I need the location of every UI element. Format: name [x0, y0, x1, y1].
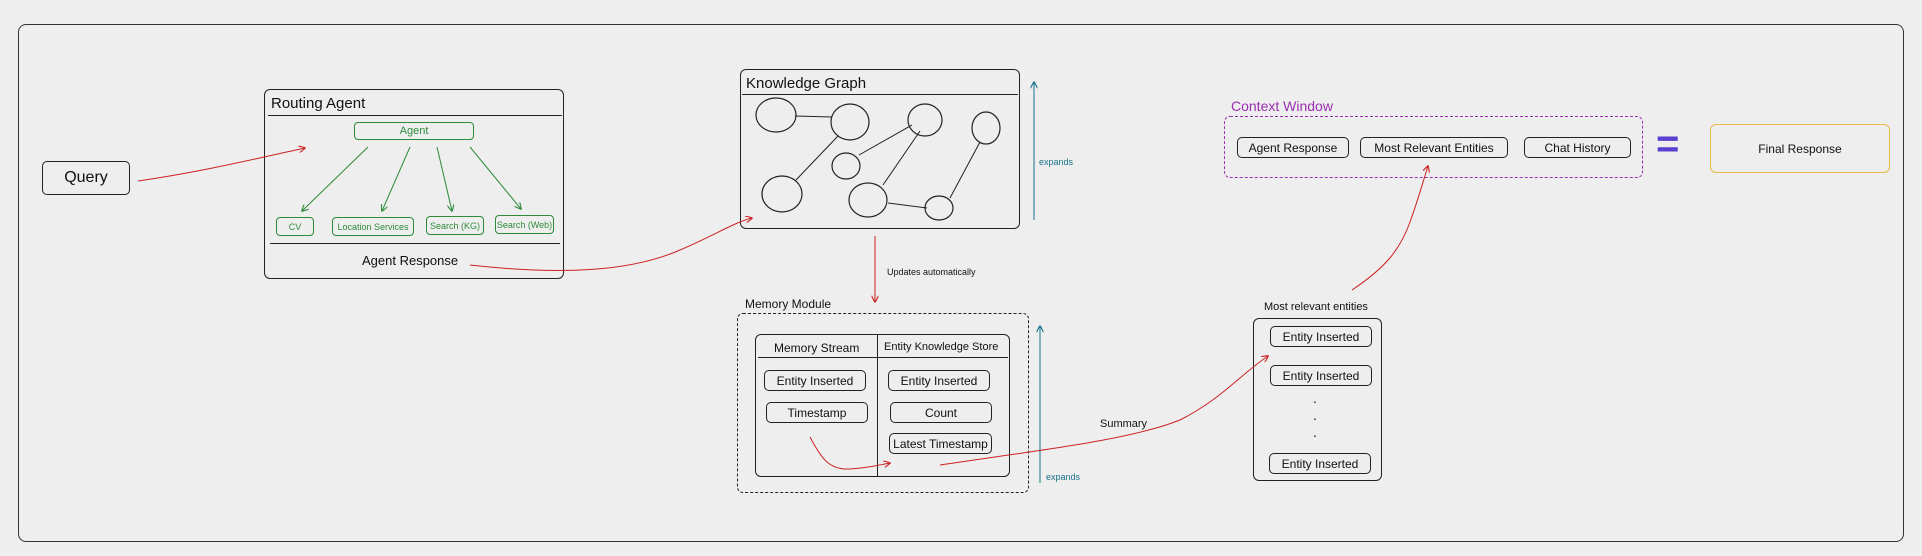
context-agent-response-label: Agent Response [1248, 140, 1338, 155]
stream-timestamp-label: Timestamp [787, 405, 847, 420]
relevant-entity-3-label: Entity Inserted [1281, 456, 1359, 471]
tool-cv-label: CV [288, 221, 302, 232]
equals-sign: = [1656, 122, 1680, 166]
context-most-relevant-entities-label: Most Relevant Entities [1374, 140, 1494, 155]
stream-entity-inserted[interactable]: Entity Inserted [764, 370, 866, 391]
arrow-agent-search-kg [436, 146, 452, 211]
diagram-frame [18, 24, 1904, 542]
kg-node [761, 175, 803, 213]
relevant-entity-2[interactable]: Entity Inserted [1270, 365, 1372, 386]
arrow-query-to-agent [137, 148, 305, 182]
context-agent-response[interactable]: Agent Response [1237, 137, 1349, 158]
relevant-entity-2-label: Entity Inserted [1282, 368, 1360, 383]
store-latest-timestamp-label: Latest Timestamp [893, 436, 988, 451]
final-response-label: Final Response [1758, 141, 1842, 156]
context-most-relevant-entities[interactable]: Most Relevant Entities [1360, 137, 1508, 158]
relevant-entity-1[interactable]: Entity Inserted [1270, 326, 1372, 347]
kg-node [971, 111, 1001, 145]
store-latest-timestamp[interactable]: Latest Timestamp [889, 433, 992, 454]
updates-label: Updates automatically [887, 267, 976, 277]
tool-location-services[interactable]: Location Services [332, 217, 414, 236]
store-entity-inserted-label: Entity Inserted [900, 373, 978, 388]
agent-node[interactable]: Agent [354, 122, 474, 140]
relevant-entity-3[interactable]: Entity Inserted [1269, 453, 1371, 474]
kg-node [830, 103, 870, 141]
routing-agent-box[interactable] [264, 89, 564, 279]
arrow-agent-cv [302, 146, 369, 211]
agent-node-label: Agent [399, 125, 429, 137]
arrow-memory-to-relevant [939, 356, 1268, 466]
kg-node [848, 182, 888, 218]
memory-module-box[interactable] [737, 313, 1029, 493]
relevant-entity-1-label: Entity Inserted [1282, 329, 1360, 344]
memory-stream-title: Memory Stream [774, 341, 860, 355]
summary-label: Summary [1100, 418, 1148, 430]
tool-search-kg[interactable]: Search (KG) [426, 216, 484, 235]
tool-cv[interactable]: CV [276, 217, 314, 236]
knowledge-graph-divider [742, 94, 1018, 95]
query-box[interactable]: Query [42, 161, 130, 195]
final-response-box[interactable]: Final Response [1710, 124, 1890, 173]
entity-knowledge-store-title: Entity Knowledge Store [884, 341, 999, 353]
memory-expands-label: expands [1046, 472, 1081, 482]
routing-agent-title: Routing Agent [271, 95, 366, 112]
tool-search-web[interactable]: Search (Web) [495, 215, 554, 234]
query-label: Query [64, 169, 108, 186]
relevant-dot-3: . [1313, 424, 1317, 440]
agent-response-label: Agent Response [362, 253, 459, 268]
tool-location-services-label: Location Services [337, 221, 409, 232]
knowledge-graph-title: Knowledge Graph [746, 75, 867, 92]
context-window-title: Context Window [1231, 98, 1333, 114]
store-entity-inserted[interactable]: Entity Inserted [888, 370, 990, 391]
tool-search-kg-label: Search (KG) [429, 220, 480, 231]
relevant-dot-1: . [1313, 390, 1317, 406]
arrow-response-to-kg [469, 218, 752, 271]
memory-module-title: Memory Module [745, 297, 832, 311]
arrow-agent-location [382, 146, 411, 211]
tool-search-web-label: Search (Web) [496, 219, 553, 230]
kg-node [831, 152, 861, 180]
knowledge-graph-box[interactable] [740, 69, 1020, 229]
store-count-label: Count [924, 405, 958, 420]
relevant-entities-title: Most relevant entities [1264, 301, 1368, 313]
store-count[interactable]: Count [890, 402, 992, 423]
context-window-box[interactable] [1224, 116, 1643, 178]
memory-inner-box [755, 334, 1010, 477]
routing-agent-divider-bottom [270, 243, 560, 244]
routing-agent-divider-top [268, 115, 562, 116]
stream-entity-inserted-label: Entity Inserted [776, 373, 854, 388]
arrow-agent-search-web [469, 146, 521, 209]
arrow-relevant-to-context [1351, 166, 1428, 291]
stream-timestamp[interactable]: Timestamp [766, 402, 868, 423]
kg-node [755, 97, 797, 133]
kg-node [907, 103, 943, 137]
memory-column-divider [877, 335, 878, 476]
kg-expands-label: expands [1039, 157, 1074, 167]
arrow-stream-to-store [809, 436, 890, 470]
relevant-dot-2: . [1313, 407, 1317, 423]
context-chat-history-label: Chat History [1544, 140, 1611, 155]
memory-header-divider [758, 357, 1008, 358]
kg-node [924, 195, 954, 221]
relevant-entities-box[interactable] [1253, 318, 1382, 481]
context-chat-history[interactable]: Chat History [1524, 137, 1631, 158]
